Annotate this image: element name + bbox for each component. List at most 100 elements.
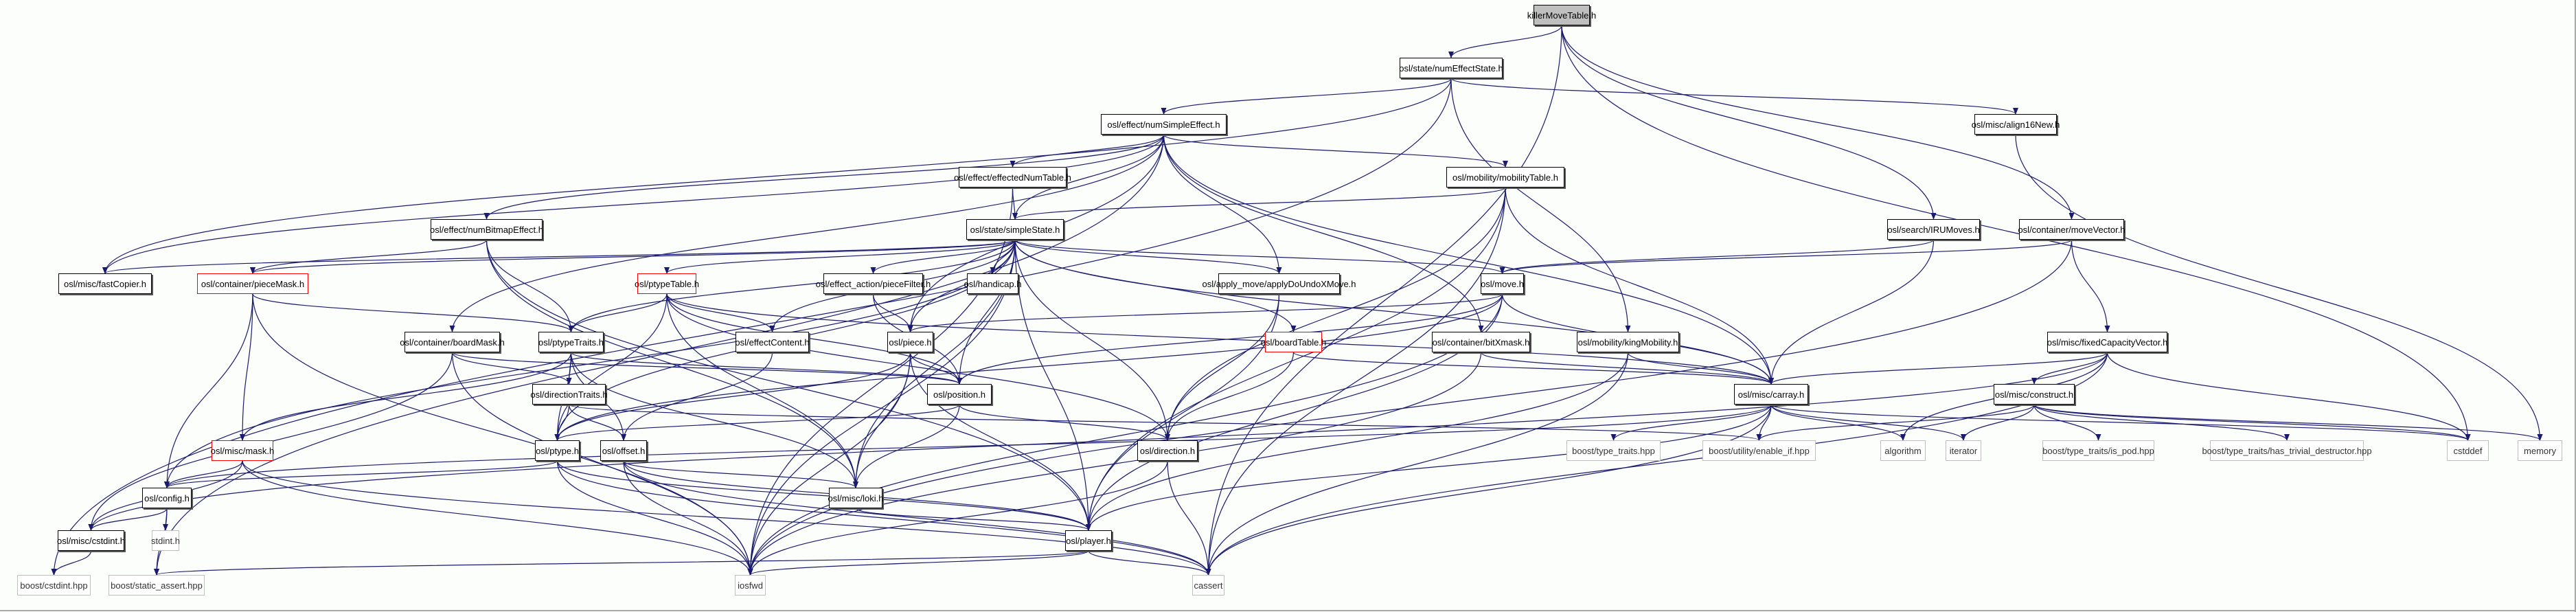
graph-node-direction[interactable]: osl/direction.h [1137, 440, 1198, 461]
edge-mobilityTable-to-direction [1165, 187, 1506, 441]
edge-pieceFilter-to-piece [872, 293, 913, 332]
edge-mask-to-config [164, 460, 243, 488]
edge-pieceMask-to-iosfwd [252, 293, 753, 576]
graph-node-handicap[interactable]: osl/handicap.h [964, 273, 1021, 294]
edge-direction-to-cassert [1167, 460, 1211, 576]
graph-node--i-r-u-moves[interactable]: osl/search/IRUMoves.h [1887, 219, 1980, 240]
graph-node-piece[interactable]: osl/piece.h [887, 332, 933, 352]
edge-numSimpleEffect-to-staticAssert [154, 134, 1165, 576]
graph-node-algorithm: algorithm [1880, 440, 1926, 461]
edge-numBitmapEffect-to-player [486, 239, 1091, 531]
edge-align16New-to-memory [2015, 134, 2543, 441]
edge-numSimpleEffect-to-mobilityTable [1163, 134, 1508, 168]
edge-mask-to-iosfwd [242, 460, 753, 576]
edge-numSimpleEffect-to-simpleState [1012, 134, 1165, 220]
edge-ptypeTraits-to-mask [240, 352, 572, 441]
graph-node-position[interactable]: osl/position.h [927, 384, 992, 405]
edge-kingMobility-to-player [1086, 352, 1629, 531]
edge-numSimpleEffect-to-carray [1163, 134, 1774, 385]
edge-fixedCapacityVector-to-cstddef [2106, 352, 2471, 441]
graph-node-mask[interactable]: osl/misc/mask.h [211, 440, 274, 461]
edge-carray-to-boostTypeTraits [1610, 404, 1772, 441]
graph-node-player[interactable]: osl/player.h [1065, 530, 1112, 551]
edge-numSimpleEffect-to-numBitmapEffect [483, 134, 1165, 220]
edge-direction-to-iosfwd [747, 460, 1168, 576]
edge-moveVector-to-iosfwd [747, 239, 2073, 576]
edge-fixedCapacityVector-to-cassert [1205, 352, 2108, 576]
graph-node-simple-state[interactable]: osl/state/simpleState.h [966, 219, 1064, 240]
edge-killerMoveTable-to-cassert [1205, 25, 1562, 576]
graph-node-king-mobility[interactable]: osl/mobility/kingMobility.h [1577, 332, 1679, 352]
graph-node-cstddef: cstddef [2447, 440, 2489, 461]
graph-node-ptype[interactable]: osl/ptype.h [535, 440, 580, 461]
edge-boardMask-to-directionTraits [451, 352, 572, 385]
edge-numEffectState-to-fastCopier [102, 78, 1452, 274]
graph-node-construct[interactable]: osl/misc/construct.h [1994, 384, 2075, 405]
edge-position-to-direction [959, 404, 1170, 441]
edge-simpleState-to-player [1014, 239, 1091, 531]
graph-node-board-table[interactable]: osl/boardTable.h [1261, 332, 1326, 352]
graph-node-direction-traits[interactable]: osl/directionTraits.h [530, 384, 608, 405]
graph-node-killer-move-table[interactable]: killerMoveTable.h [1527, 5, 1596, 25]
graph-node-iosfwd: iosfwd [735, 575, 766, 596]
graph-node-piece-filter[interactable]: osl/effect_action/pieceFilter.h [816, 273, 931, 294]
graph-node-effect-content[interactable]: osl/effectContent.h [735, 332, 810, 352]
edge-carray-to-cstddef [1770, 404, 2471, 441]
edge-construct-to-cstddef [2033, 404, 2471, 441]
graph-node-apply-do-undo-x-move[interactable]: osl/apply_move/applyDoUndoXMove.h [1202, 273, 1356, 294]
edge-construct-to-isPod [2033, 404, 2101, 441]
graph-node-fixed-capacity-vector[interactable]: osl/misc/fixedCapacityVector.h [2047, 332, 2167, 352]
edge-kingMobility-to-carray [1627, 352, 1774, 385]
edge-construct-to-hasTrivialDestructor [2033, 404, 2290, 441]
edge-mobilityTable-to-carray [1505, 187, 1774, 385]
graph-node-num-effect-state[interactable]: osl/state/numEffectState.h [1399, 58, 1503, 78]
edge-numSimpleEffect-to-bitXmask [1163, 134, 1484, 332]
graph-node-carray[interactable]: osl/misc/carray.h [1734, 384, 1808, 405]
edge-ptypeTraits-to-position [570, 352, 962, 385]
edge-killerMoveTable-to-cstddef [1561, 25, 2471, 441]
edge-boardTable-to-direction [1165, 352, 1295, 441]
edge-simpleState-to-move [1014, 239, 1505, 274]
edge-simpleState-to-applyDoUndoXMove [1014, 239, 1282, 274]
graph-node-loki[interactable]: osl/misc/loki.h [828, 488, 883, 508]
graph-node-bit-xmask[interactable]: osl/container/bitXmask.h [1432, 332, 1530, 352]
graph-node-align16-new[interactable]: osl/misc/align16New.h [1972, 114, 2060, 135]
edge-numSimpleEffect-to-boardMask [449, 134, 1165, 332]
graph-node-num-simple-effect[interactable]: osl/effect/numSimpleEffect.h [1101, 114, 1227, 135]
edge-move-to-ptype [554, 293, 1503, 441]
edge-directionTraits-to-offset [568, 404, 626, 441]
graph-node-num-bitmap-effect[interactable]: osl/effect/numBitmapEffect.h [430, 219, 543, 240]
edge-moveVector-to-fixedCapacityVector [2071, 239, 2110, 332]
edge-simpleState-to-pieceMask [250, 239, 1016, 274]
graph-node-is-pod: boost/type_traits/is_pod.hpp [2042, 440, 2154, 461]
graph-node-ptype-table[interactable]: osl/ptypeTable.h [635, 273, 699, 294]
graph-node-board-mask[interactable]: osl/container/boardMask.h [400, 332, 505, 352]
edge-carray-to-cassert [1205, 404, 1772, 576]
graph-node-cstdint[interactable]: osl/misc/cstdint.h [57, 530, 125, 551]
edge-numSimpleEffect-to-effectedNumTable [1010, 134, 1165, 168]
graph-node-effected-num-table[interactable]: osl/effect/effectedNumTable.h [954, 167, 1071, 188]
graph-node-ptype-traits[interactable]: osl/ptypeTraits.h [538, 332, 604, 352]
graph-node-mobility-table[interactable]: osl/mobility/mobilityTable.h [1446, 167, 1564, 188]
edge-simpleState-to-config [164, 239, 1016, 488]
graph-node-config[interactable]: osl/config.h [142, 488, 192, 508]
graph-node-boost-cstdint: boost/cstdint.hpp [17, 575, 91, 596]
edge-ptypeTable-to-effectContent [666, 293, 775, 332]
edge-carray-to-player [1086, 404, 1772, 531]
graph-node-offset[interactable]: osl/offset.h [600, 440, 647, 461]
edge-ptypeTable-to-loki [666, 293, 858, 488]
edge-ptypeTable-to-ptype [554, 293, 668, 441]
graph-node-move[interactable]: osl/move.h [1481, 273, 1524, 294]
edge-ptypeTable-to-position [666, 293, 962, 385]
edge-pieceMask-to-ptypeTraits [252, 293, 574, 332]
edge-IRUMoves-to-move [1499, 239, 1935, 274]
graph-node-piece-mask[interactable]: osl/container/pieceMask.h [197, 273, 308, 294]
graph-node-cassert: cassert [1192, 575, 1224, 596]
graph-node-move-vector[interactable]: osl/container/moveVector.h [2018, 219, 2125, 240]
edge-simpleState-to-pieceFilter [870, 239, 1016, 274]
edge-kingMobility-to-cassert [1205, 352, 1629, 576]
edge-pieceMask-to-mask [240, 293, 253, 441]
edge-IRUMoves-to-carray [1768, 239, 1935, 385]
edge-piece-to-ptype [554, 352, 911, 441]
graph-node-fast-copier[interactable]: osl/misc/fastCopier.h [58, 273, 152, 294]
